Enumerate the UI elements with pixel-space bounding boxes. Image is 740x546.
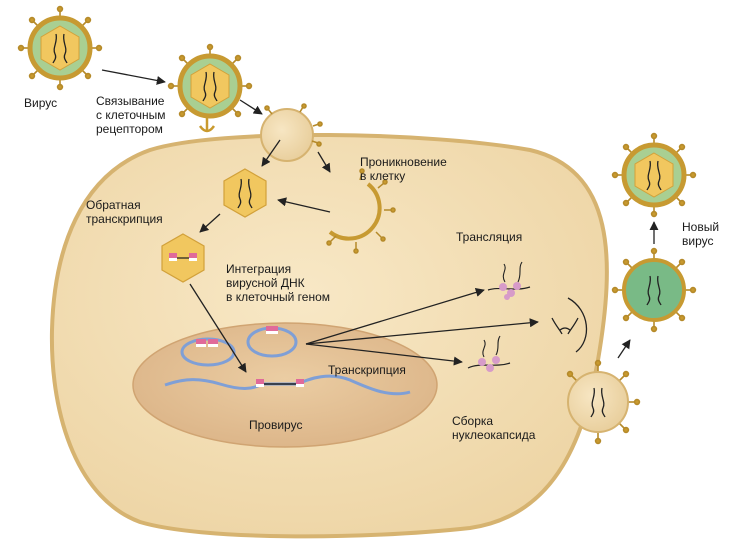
label-new-virus: Новый вирус	[682, 220, 719, 248]
label-virus: Вирус	[24, 96, 58, 110]
label-reverse-transcription-line-1: Обратная	[86, 198, 141, 212]
label-new-virus-line-2: вирус	[682, 234, 714, 248]
label-translation: Трансляция	[456, 230, 523, 244]
label-reverse-transcription-line-2: транскрипция	[86, 212, 163, 226]
label-binding-line-2: с клеточным	[96, 108, 166, 122]
mature-new-virus	[611, 132, 697, 218]
label-assembly: Сборка нуклеокапсида	[452, 414, 535, 442]
label-binding-line-1: Связывание	[96, 94, 165, 108]
arrow-bud-to-immature	[617, 339, 631, 359]
label-penetration-line-1: Проникновение	[360, 155, 447, 169]
arrow-entry-to-penetration	[317, 151, 331, 173]
viral-capsid-dna	[161, 233, 205, 283]
budding-virus	[566, 359, 641, 445]
integrated-provirus	[256, 379, 304, 387]
cell-receptor	[198, 118, 216, 133]
label-integration: Интеграция вирусной ДНК в клеточный гено…	[226, 262, 330, 304]
ribosome-complex-lower	[467, 335, 511, 372]
label-assembly-line-2: нуклеокапсида	[452, 428, 536, 442]
arrow-dna-to-integration	[189, 283, 247, 373]
label-penetration-line-2: в клетку	[360, 169, 406, 183]
label-integration-line-2: вирусной ДНК	[226, 276, 305, 290]
label-integration-line-3: в клеточный геном	[226, 290, 331, 304]
arrow-entry-to-capsid	[261, 139, 281, 167]
arrow-capsid-to-dna	[199, 213, 221, 233]
label-provirus: Провирус	[249, 418, 303, 432]
virus-particle-binding	[167, 43, 253, 119]
empty-viral-envelope	[326, 168, 396, 254]
label-assembly-line-1: Сборка	[452, 414, 494, 428]
arrow-to-translation-upper	[305, 288, 485, 345]
arrow-envelope-to-capsid	[277, 197, 331, 213]
label-binding: Связывание с клеточным рецептором	[96, 94, 166, 136]
immature-new-virus	[611, 247, 697, 333]
circular-viral-dna-2	[246, 326, 298, 358]
label-binding-line-3: рецептором	[96, 122, 163, 136]
label-integration-line-1: Интеграция	[226, 262, 292, 276]
ribosome-complex-upper	[487, 261, 531, 300]
arrow-binding-to-entry	[239, 99, 263, 115]
label-transcription: Транскрипция	[328, 363, 406, 377]
arrow-to-translation-lower	[305, 343, 463, 366]
arrow-virus-to-binding	[101, 69, 166, 85]
label-penetration: Проникновение в клетку	[360, 155, 447, 183]
arrow-to-assembly	[305, 318, 539, 345]
assembling-rna-genome	[551, 297, 588, 353]
virus-particle-free	[17, 5, 103, 91]
label-reverse-transcription: Обратная транскрипция	[86, 198, 163, 226]
viral-capsid-rna	[223, 168, 267, 218]
label-new-virus-line-1: Новый	[682, 220, 720, 234]
